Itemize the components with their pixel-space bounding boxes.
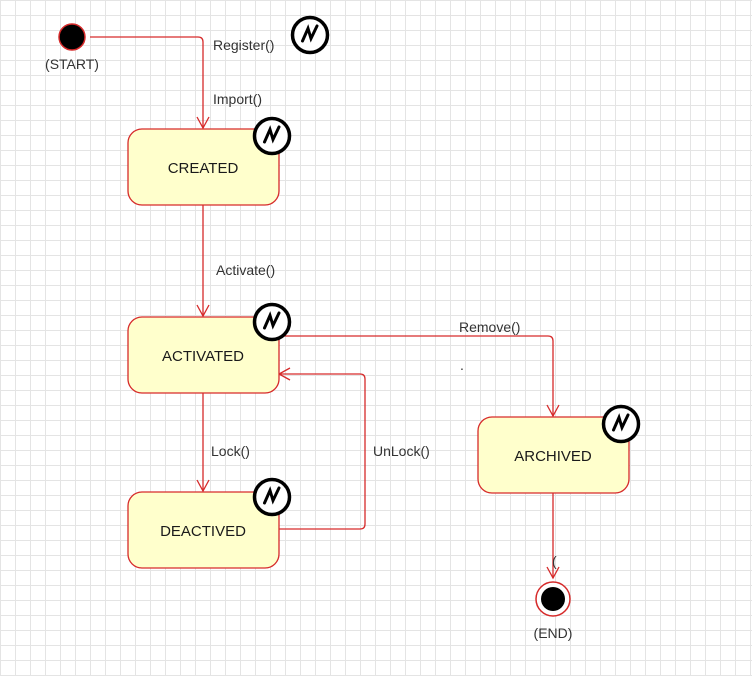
edge-start-to-created-arrowhead [196,116,210,130]
created-event-lightning-icon [252,116,292,156]
edge-start-to-created[interactable] [90,36,204,128]
state-archived-label: ARCHIVED [514,448,592,465]
activate-label: Activate() [216,262,275,278]
start-label: (START) [45,56,99,72]
archived-event-lightning-icon [601,404,641,444]
state-created-label: CREATED [168,160,239,177]
edge-created-to-activated-arrowhead [196,304,210,318]
edge-activated-to-deactived-arrowhead [196,479,210,493]
remove-label: Remove() [459,319,520,335]
activated-event-lightning-icon [252,302,292,342]
edge-deactived-to-activated[interactable] [279,373,366,530]
edge-archived-to-end-arrowhead [546,566,560,580]
register-event-lightning-icon [290,15,330,55]
state-activated-label: ACTIVATED [162,348,244,365]
state-archived[interactable]: ARCHIVED [477,416,630,494]
edge-activated-to-archived-arrowhead [546,404,560,418]
transition-edges [90,36,560,580]
state-deactived[interactable]: DEACTIVED [127,491,280,569]
state-created[interactable]: CREATED [127,128,280,206]
import-label: Import() [213,91,262,107]
stray-dot: . [460,357,464,373]
state-activated[interactable]: ACTIVATED [127,316,280,394]
state-deactived-label: DEACTIVED [160,523,246,540]
deactived-event-lightning-icon [252,477,292,517]
lock-label: Lock() [211,443,250,459]
end-label: (END) [534,625,573,641]
stray-paren: ( [552,553,557,569]
register-label: Register() [213,37,274,53]
end-node[interactable] [535,581,571,617]
edge-activated-to-archived[interactable] [279,335,554,416]
unlock-label: UnLock() [373,443,430,459]
start-node[interactable] [58,23,86,51]
